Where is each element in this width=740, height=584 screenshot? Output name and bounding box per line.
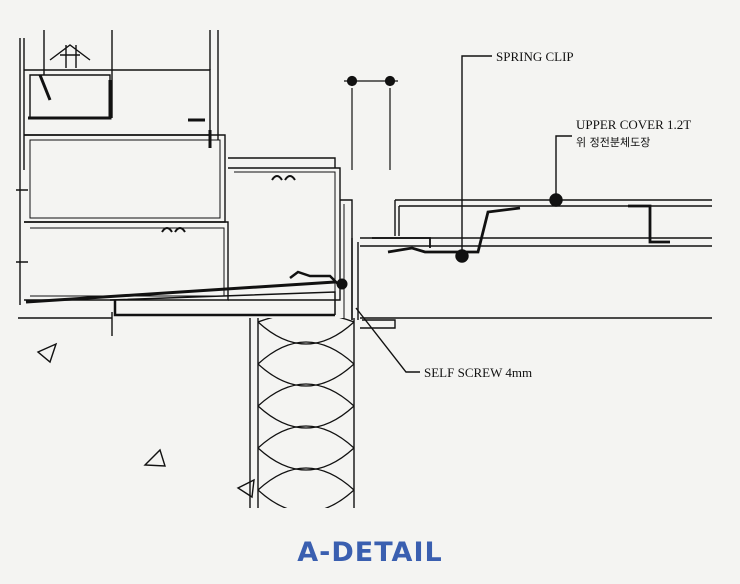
- concrete-triangles: [36, 342, 255, 499]
- insulation: [258, 318, 354, 508]
- leader-lines: [355, 55, 572, 373]
- sill-profile: [25, 270, 348, 317]
- spring-clip: [372, 204, 670, 254]
- drawing-title: A-DETAIL: [297, 537, 443, 568]
- sash-gaskets: [28, 74, 296, 233]
- upper-cover: [351, 199, 712, 329]
- label-self-screw: SELF SCREW 4mm: [424, 365, 532, 380]
- dimension-mark: [344, 75, 398, 170]
- label-upper-cover-note: 위 정전분체도장: [576, 136, 650, 149]
- window-frame-profile: [16, 30, 353, 320]
- label-upper-cover: UPPER COVER 1.2T: [576, 117, 691, 132]
- label-spring-clip: SPRING CLIP: [496, 49, 574, 64]
- wall-structure: [18, 312, 712, 508]
